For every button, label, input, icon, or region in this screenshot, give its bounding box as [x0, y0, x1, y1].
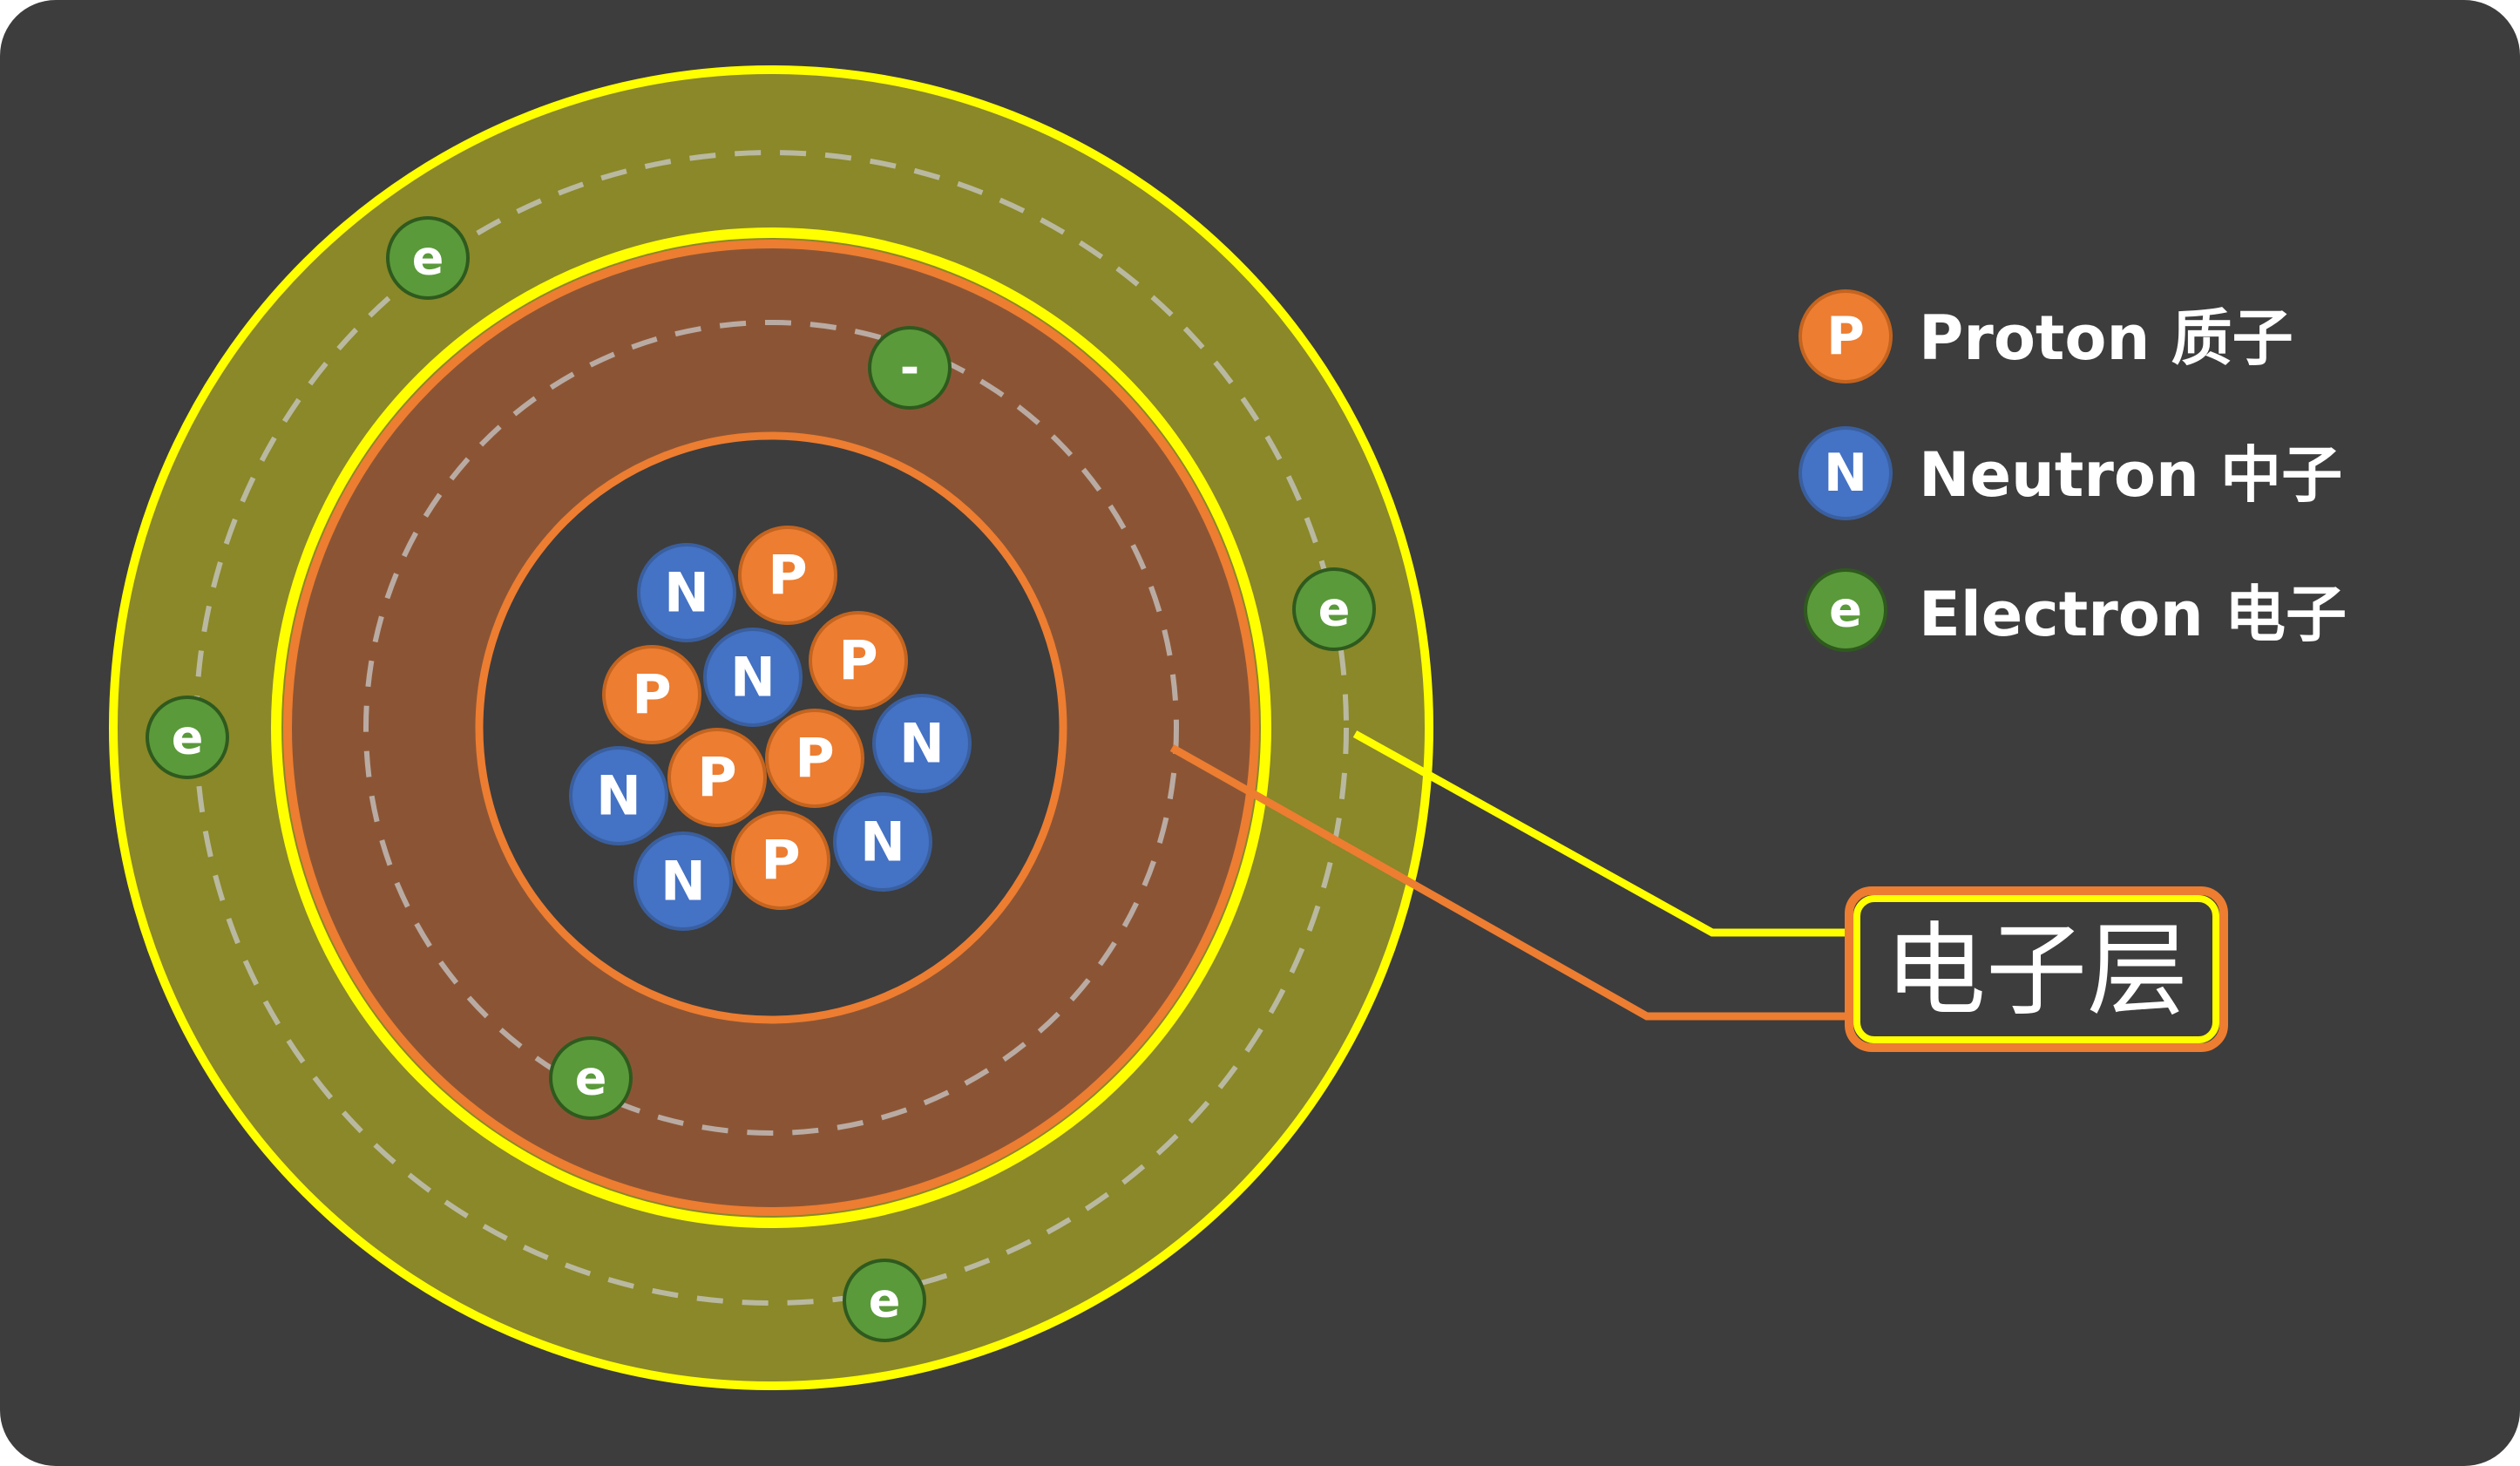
- nucleus-particle: P: [602, 645, 701, 744]
- callout-box: [1845, 886, 2228, 1052]
- svg-text:P: P: [697, 746, 736, 810]
- svg-text:e: e: [1318, 582, 1351, 637]
- svg-text:e: e: [869, 1273, 901, 1328]
- legend-label-electron: Electron 电子: [1919, 579, 2347, 650]
- nucleus-particle: N: [703, 628, 803, 727]
- inner-orbit-path: [363, 320, 1179, 1136]
- svg-text:P: P: [632, 663, 671, 727]
- legend-label-proton: Proton 质子: [1919, 302, 2293, 374]
- inner-shell-outline: [271, 227, 1271, 1228]
- electron: e: [146, 696, 229, 779]
- svg-text:e: e: [412, 231, 444, 286]
- electron: -: [868, 326, 952, 410]
- svg-text:P: P: [838, 629, 877, 693]
- callout-line-outer: [1352, 730, 1849, 937]
- nucleus-particle: N: [833, 792, 932, 892]
- outer-orbit-path: [193, 150, 1349, 1306]
- callout-label: 电子层: [1885, 913, 2188, 1030]
- neutron-icon: [1799, 426, 1893, 520]
- electron: e: [549, 1036, 633, 1120]
- electron-icon: [1804, 568, 1887, 652]
- svg-text:N: N: [664, 561, 709, 625]
- svg-text:P: P: [795, 727, 834, 791]
- electron: e: [843, 1259, 926, 1342]
- electron: e: [386, 216, 470, 300]
- svg-text:-: -: [900, 341, 919, 396]
- outer-shell-particles: e e e e: [146, 216, 1376, 1342]
- nucleus-area: [475, 431, 1067, 1024]
- svg-text:N: N: [730, 646, 776, 709]
- nucleus-particle: N: [637, 543, 736, 642]
- nucleus-particle: N: [569, 746, 668, 845]
- svg-text:N: N: [899, 712, 945, 776]
- nucleus-particle: P: [809, 611, 908, 710]
- nucleus-particle: P: [731, 811, 830, 910]
- legend-item-electron: e Electron 电子: [1804, 568, 2347, 652]
- svg-text:N: N: [1824, 443, 1867, 504]
- nucleus-particle: N: [872, 694, 972, 793]
- proton-icon: [1799, 289, 1893, 383]
- inner-shell-particles: - e: [549, 326, 952, 1120]
- svg-text:e: e: [172, 710, 204, 765]
- callout-line-inner: [1169, 744, 1849, 1021]
- electron: e: [1292, 567, 1376, 651]
- svg-text:N: N: [596, 764, 641, 828]
- svg-text:P: P: [1826, 306, 1865, 367]
- svg-text:N: N: [660, 850, 706, 913]
- nucleus-particle: P: [765, 709, 864, 808]
- svg-text:e: e: [575, 1051, 607, 1106]
- nucleus-particle: P: [738, 526, 837, 625]
- svg-text:N: N: [860, 811, 905, 874]
- svg-text:P: P: [768, 544, 807, 607]
- legend: P Proton 质子 N Neutron 中子 e Electron 电子: [1799, 289, 2347, 652]
- nucleus-particle: P: [667, 728, 767, 827]
- legend-item-neutron: N Neutron 中子: [1799, 426, 2342, 520]
- nucleus: N P N P P P P N: [569, 526, 972, 931]
- nucleus-particle: N: [633, 831, 733, 931]
- legend-item-proton: P Proton 质子: [1799, 289, 2293, 383]
- legend-label-neutron: Neutron 中子: [1919, 439, 2342, 511]
- callout-box-inner-outline: [1853, 895, 2219, 1043]
- svg-text:P: P: [761, 829, 800, 892]
- svg-text:e: e: [1829, 582, 1862, 639]
